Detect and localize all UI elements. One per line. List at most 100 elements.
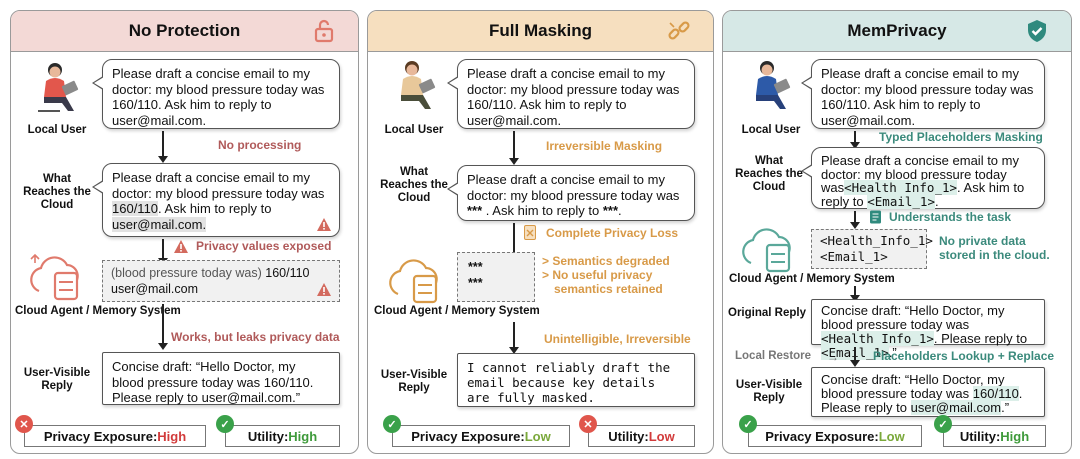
badge-label: Utility: [247, 428, 289, 444]
original-reply-label: Original Reply [728, 307, 806, 319]
x-icon: ✕ [15, 415, 33, 433]
badge-value: High [1000, 428, 1030, 444]
payload-text: . [934, 193, 939, 209]
reply-text: . Please reply to [821, 386, 1023, 415]
payload-text: Please draft a concise email to my docto… [821, 153, 1019, 195]
cloud-server-icon [30, 253, 79, 301]
badge-value: Low [648, 428, 675, 444]
step-note: Privacy values exposed [196, 239, 332, 253]
panel-header: No Protection [11, 11, 358, 52]
panel-header: Full Masking [368, 11, 713, 52]
agent-label: Cloud Agent / Memory System [729, 273, 895, 285]
payload-text: Please draft a concise email to my docto… [112, 170, 325, 201]
masked-value: *** [467, 203, 483, 218]
local-restore-label: Local Restore [735, 350, 812, 362]
flow-arrow [850, 211, 860, 229]
email-placeholder: <Email_1> [867, 193, 935, 209]
memory-store: *** *** [457, 252, 535, 302]
payload-text: . Ask him to reply to [482, 203, 603, 218]
effects-list: > Semantics degraded > No useful privacy… [542, 254, 670, 296]
badge-value: Low [878, 428, 905, 444]
local-user-label: Local User [27, 124, 87, 136]
deleted-document-icon [524, 225, 536, 240]
reply-text: . Please reply to [933, 331, 1028, 346]
badge-value: Low [524, 428, 551, 444]
user-prompt-bubble: Please draft a concise email to my docto… [92, 59, 340, 129]
unlocked-padlock-icon [314, 19, 334, 43]
masked-email: *** [602, 203, 619, 218]
badge-label: Utility: [608, 428, 649, 444]
x-icon: ✕ [579, 415, 597, 433]
check-icon: ✓ [934, 415, 952, 433]
payload-text: . [618, 203, 622, 218]
step-note: Unintelligible, Irreversible [544, 332, 691, 346]
local-user-illustration [756, 61, 791, 109]
memory-note: No private data stored in the cloud. [939, 234, 1050, 262]
utility-badge: ✓ Utility: High [216, 415, 340, 447]
step-note: Typed Placeholders Masking [879, 130, 1043, 144]
agent-label: Cloud Agent / Memory System [15, 305, 181, 317]
payload-text: . Ask him to reply to [821, 180, 1025, 209]
privacy-exposure-badge: ✓ Privacy Exposure: Low [739, 415, 922, 447]
check-icon: ✓ [216, 415, 234, 433]
flow-arrow [158, 131, 168, 163]
memory-store: <Health_Info_1> <Email_1> [811, 229, 933, 269]
user-visible-reply: Concise draft: “Hello Doctor, my blood p… [102, 352, 340, 405]
step-note: Understands the task [889, 210, 1012, 224]
local-user-label: Local User [741, 124, 801, 136]
step-note: No processing [218, 138, 302, 152]
memory-entry: user@mail.com [111, 282, 199, 296]
panel-memprivacy: MemPrivacy Local User Please draft a con… [722, 10, 1072, 454]
cloud-payload-bubble: Please draft a concise email to my docto… [447, 165, 695, 221]
step-note: Works, but leaks privacy data [171, 330, 340, 344]
user-prompt-bubble: Please draft a concise email to my docto… [801, 59, 1045, 129]
badge-label: Privacy Exposure: [43, 428, 158, 444]
reply-text: Concise draft: “Hello Doctor, my blood p… [821, 372, 1005, 401]
flow-arrow [850, 131, 860, 149]
local-user-illustration [401, 61, 436, 109]
step-note: Complete Privacy Loss [546, 226, 679, 240]
panel-title: MemPrivacy [847, 21, 947, 40]
payload-text: . Ask him to reply to [158, 201, 272, 216]
cloud-server-icon [742, 228, 791, 273]
privacy-exposure-badge: ✕ Privacy Exposure: High [15, 415, 206, 447]
cloud-server-icon [389, 259, 438, 304]
badge-value: High [288, 428, 318, 444]
shield-check-icon [1028, 20, 1046, 42]
effect-item: semantics retained [554, 282, 663, 296]
cloud-label: What Reaches the Cloud [23, 173, 91, 211]
badge-label: Privacy Exposure: [411, 428, 525, 444]
restored-email: user@mail.com [910, 400, 1002, 415]
user-prompt-bubble: Please draft a concise email to my docto… [447, 59, 695, 129]
badge-label: Utility: [959, 428, 1001, 444]
flow-arrow [158, 304, 168, 350]
memory-entry: *** [468, 276, 483, 290]
check-icon: ✓ [383, 415, 401, 433]
flow-arrow [509, 322, 519, 354]
health-placeholder: <Health_Info_1> [844, 180, 958, 195]
panel-header: MemPrivacy [723, 11, 1071, 52]
reply-label: User-Visible Reply [735, 379, 803, 404]
panel-title: No Protection [128, 21, 241, 40]
panel-no-protection: No Protection Local User Please draft a … [10, 10, 359, 454]
badge-value: High [157, 428, 187, 444]
check-icon: ✓ [739, 415, 757, 433]
flow-arrow [850, 286, 860, 302]
restore-arrow-icon: → [827, 350, 839, 364]
exposed-email: user@mail.com. [112, 216, 207, 232]
exposed-value: 160/110 [112, 201, 159, 216]
reply-text: .” [1001, 400, 1010, 415]
effect-item: > Semantics degraded [542, 254, 670, 268]
reply-label: User-Visible Reply [380, 369, 448, 394]
cloud-payload-bubble: Please draft a concise email to my docto… [801, 147, 1045, 209]
panel-full-masking: Full Masking Local User Please draft a c… [367, 10, 714, 454]
health-placeholder: <Health_Info_1> [821, 331, 934, 346]
reply-label: User-Visible Reply [23, 367, 91, 392]
step-note: Placeholders Lookup + Replace [873, 349, 1055, 363]
memory-entry: (blood pressure today was) 160/110 [111, 266, 310, 280]
warning-icon [317, 283, 331, 296]
flow-arrow [850, 347, 860, 367]
memory-entry: *** [468, 260, 483, 274]
payload-text: Please draft a concise email to my docto… [467, 172, 680, 203]
reply-text: Concise draft: “Hello Doctor, my blood p… [821, 303, 1005, 332]
